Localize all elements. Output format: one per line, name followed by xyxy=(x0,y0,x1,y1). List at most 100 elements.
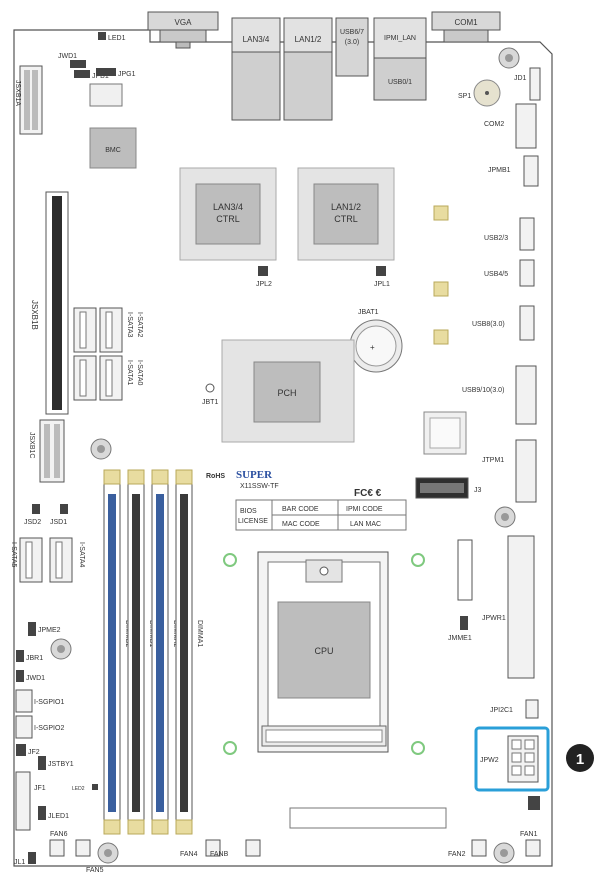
fan6-header: FAN6 xyxy=(49,831,68,857)
fanb-header: FANB xyxy=(210,839,261,858)
jsxb1b-label: JSXB1B xyxy=(30,300,39,330)
sgpio1-header: I-SGPIO1 xyxy=(15,689,64,713)
battery-plus-mark: + xyxy=(370,343,375,352)
dimm-a1-slot: DIMMA1 xyxy=(175,469,203,835)
model-label: X11SSW-TF xyxy=(240,483,279,490)
jsxb1a-header: JSXB1A xyxy=(14,65,43,135)
usb01-label: USB0/1 xyxy=(388,79,412,86)
jwd1-small-label: JWD1 xyxy=(58,53,77,60)
lan12-label: LAN1/2 xyxy=(295,35,322,44)
dimm-slots: DIMMB2 DIMMB1 DIMMA2 DIMMA1 xyxy=(103,469,203,835)
sgpio1-label: I-SGPIO1 xyxy=(34,699,64,706)
fan6-label: FAN6 xyxy=(50,831,68,838)
com2-header: COM2 xyxy=(484,103,537,149)
rohs-label: RoHS xyxy=(206,473,225,480)
jpl1-label: JPL1 xyxy=(374,281,390,288)
pcie-slot xyxy=(289,807,447,829)
bios-license-label-a: BIOS xyxy=(240,508,257,515)
com1-label: COM1 xyxy=(454,18,478,27)
m2-vertical-slot xyxy=(457,539,473,601)
bmc-chip: BMC xyxy=(89,127,137,169)
mounting-holes xyxy=(50,47,520,864)
jmme1-jumper: JMME1 xyxy=(448,616,472,642)
jf1-label: JF1 xyxy=(34,785,46,792)
jd1-label: JD1 xyxy=(514,75,527,82)
jwd1-jumper: JWD1 xyxy=(16,670,45,682)
usb45-header: USB4/5 xyxy=(484,259,535,287)
jl1-label: JL1 xyxy=(14,859,25,866)
jpi2c1-header: JPI2C1 xyxy=(490,699,539,719)
jwd1-label: JWD1 xyxy=(26,675,45,682)
j3-m2-slot: J3 xyxy=(415,477,482,499)
lan34-connector: LAN3/4 xyxy=(231,17,281,121)
com1-connector: COM1 xyxy=(431,11,501,43)
usb67-sub-label: (3.0) xyxy=(345,39,359,46)
bios-license-label-b: LICENSE xyxy=(238,518,268,525)
vga-label: VGA xyxy=(175,18,193,27)
isata3-label: I-SATA3 xyxy=(126,312,133,338)
lan34-ctrl-label-a: LAN3/4 xyxy=(213,202,243,212)
fan4-header: FAN4 xyxy=(180,839,221,858)
jsd2-label: JSD2 xyxy=(24,519,41,526)
fan2-label: FAN2 xyxy=(448,851,466,858)
fan2-header: FAN2 xyxy=(448,839,487,858)
jpwr1-connector: JPWR1 xyxy=(482,535,535,679)
jpmb1-label: JPMB1 xyxy=(488,167,511,174)
jpw2-label: JPW2 xyxy=(480,757,499,764)
cpu-label: CPU xyxy=(314,646,333,656)
fanb-label: FANB xyxy=(210,851,229,858)
jwd1-small-header: JWD1 xyxy=(58,53,86,68)
jf2-label: JF2 xyxy=(28,749,40,756)
jf1-header: JF1 xyxy=(15,771,46,831)
jf2-header: JF2 xyxy=(16,744,40,756)
fan5-header: FAN5 xyxy=(75,839,104,874)
usb45-label: USB4/5 xyxy=(484,271,508,278)
jbt1-label: JBT1 xyxy=(202,399,218,406)
jsd1-label: JSD1 xyxy=(50,519,67,526)
jsxb1b-slot: JSXB1B xyxy=(30,191,69,415)
jled1-header: JLED1 xyxy=(38,806,69,820)
jsd-headers: JSD2 JSD1 xyxy=(24,504,68,526)
fan5-label: FAN5 xyxy=(86,867,104,874)
usb23-label: USB2/3 xyxy=(484,235,508,242)
ipmi-code-label: IPMI CODE xyxy=(346,506,383,513)
jbr1-jumper: JBR1 xyxy=(16,650,43,662)
branding-block: RoHS SUPER X11SSW-TF FC€ € xyxy=(206,469,382,499)
usb8-header: USB8(3.0) xyxy=(472,305,535,341)
sata-ports-4-5: I-SATA5 I-SATA4 xyxy=(10,537,85,583)
led1-label: LED1 xyxy=(108,35,126,42)
jpme2-jumper: JPME2 xyxy=(28,622,61,636)
jbr1-label: JBR1 xyxy=(26,655,43,662)
fan1-header: FAN1 xyxy=(520,796,541,857)
dimm-a2-slot: DIMMA2 xyxy=(151,469,179,835)
lan12-ctrl-label-a: LAN1/2 xyxy=(331,202,361,212)
isata2-label: I-SATA2 xyxy=(136,312,143,338)
jpi2c1-label: JPI2C1 xyxy=(490,707,513,714)
lan-mac-label: LAN MAC xyxy=(350,521,381,528)
com2-label: COM2 xyxy=(484,121,504,128)
board-outline xyxy=(13,29,553,867)
usb8-label: USB8(3.0) xyxy=(472,321,505,328)
vga-connector: VGA xyxy=(147,11,219,49)
jpb1-label: JPB1 xyxy=(92,73,109,80)
mac-code-label: MAC CODE xyxy=(282,521,320,528)
jpl2-jumper: JPL2 xyxy=(256,266,272,288)
jpmb1-header: JPMB1 xyxy=(488,155,539,187)
jsxb1c-label: JSXB1C xyxy=(28,432,35,458)
usb67-connector: USB6/7 (3.0) xyxy=(335,17,369,77)
isata0-label: I-SATA0 xyxy=(136,360,143,386)
jpwr1-label: JPWR1 xyxy=(482,615,506,622)
led1-indicator: LED1 xyxy=(98,32,126,42)
jmme1-label: JMME1 xyxy=(448,635,472,642)
jpg1-label: JPG1 xyxy=(118,71,136,78)
lan34-label: LAN3/4 xyxy=(243,35,270,44)
fan4-label: FAN4 xyxy=(180,851,198,858)
usb910-label: USB9/10(3.0) xyxy=(462,387,504,394)
jpl1-jumper: JPL1 xyxy=(374,266,390,288)
sgpio2-header: I-SGPIO2 xyxy=(15,715,64,739)
sata-ports-0-3: I-SATA2 I-SATA3 I-SATA0 I-SATA1 xyxy=(73,307,143,401)
jtpm1-label: JTPM1 xyxy=(482,457,504,464)
pch-chip: PCH xyxy=(221,339,355,443)
jpl2-label: JPL2 xyxy=(256,281,272,288)
jpw2-highlight-box xyxy=(474,726,550,792)
